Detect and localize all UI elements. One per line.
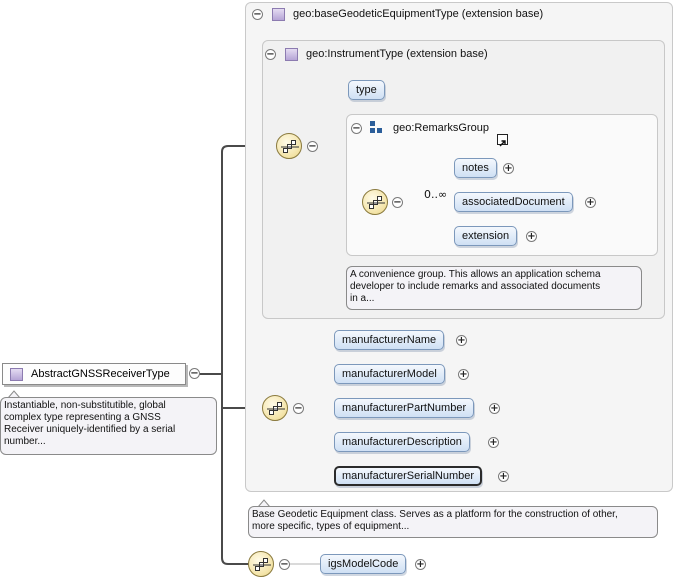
root-type-label: AbstractGNSSReceiverType [31, 368, 170, 380]
expand-manufacturer-serial-number-toggle[interactable]: + [498, 471, 509, 482]
collapse-base-extension-toggle[interactable]: − [252, 9, 263, 20]
expand-notes-toggle[interactable]: + [503, 163, 514, 174]
sequence-compositor-icon[interactable] [248, 551, 274, 577]
collapse-instrument-extension-toggle[interactable]: − [265, 49, 276, 60]
instrument-extension-title: geo:InstrumentType (extension base) [306, 48, 488, 60]
type-element[interactable]: type [348, 80, 385, 100]
notes-element[interactable]: notes [454, 158, 497, 178]
associated-document-element[interactable]: associatedDocument [454, 192, 573, 212]
collapse-sequence-toggle[interactable]: − [293, 403, 304, 414]
expand-manufacturer-description-toggle[interactable]: + [488, 437, 499, 448]
root-complex-type[interactable]: AbstractGNSSReceiverType [2, 363, 186, 385]
expand-manufacturer-model-toggle[interactable]: + [458, 369, 469, 380]
extension-element[interactable]: extension [454, 226, 518, 246]
collapse-root-toggle[interactable]: − [189, 368, 200, 379]
sequence-compositor-icon[interactable] [276, 133, 302, 159]
collapse-sequence-toggle[interactable]: − [307, 141, 318, 152]
expand-associated-document-toggle[interactable]: + [585, 197, 596, 208]
external-link-icon[interactable] [497, 134, 508, 147]
manufacturer-model-element[interactable]: manufacturerModel [334, 364, 445, 384]
base-equipment-annotation: Base Geodetic Equipment class. Serves as… [248, 506, 658, 538]
sequence-compositor-icon[interactable] [362, 189, 388, 215]
root-type-annotation: Instantiable, non-substitutible, global … [0, 397, 217, 455]
complex-type-icon [10, 367, 23, 381]
collapse-remarks-group-toggle[interactable]: − [351, 123, 362, 134]
manufacturer-part-number-element[interactable]: manufacturerPartNumber [334, 398, 475, 418]
manufacturer-name-element[interactable]: manufacturerName [334, 330, 445, 350]
expand-extension-toggle[interactable]: + [526, 231, 537, 242]
manufacturer-description-element[interactable]: manufacturerDescription [334, 432, 470, 452]
igs-model-code-element[interactable]: igsModelCode [320, 554, 407, 574]
complex-type-icon [285, 48, 298, 61]
group-icon [370, 121, 383, 134]
collapse-sequence-toggle[interactable]: − [279, 559, 290, 570]
expand-manufacturer-part-number-toggle[interactable]: + [489, 403, 500, 414]
manufacturer-serial-number-element[interactable]: manufacturerSerialNumber [334, 466, 483, 486]
complex-type-icon [272, 8, 285, 21]
expand-manufacturer-name-toggle[interactable]: + [456, 335, 467, 346]
sequence-compositor-icon[interactable] [262, 395, 288, 421]
cardinality-label: 0..∞ [424, 188, 448, 201]
remarks-group-annotation: A convenience group. This allows an appl… [346, 266, 642, 310]
expand-igs-model-code-toggle[interactable]: + [415, 559, 426, 570]
remarks-group-title: geo:RemarksGroup [393, 122, 489, 134]
base-extension-title: geo:baseGeodeticEquipmentType (extension… [293, 8, 544, 20]
collapse-sequence-toggle[interactable]: − [392, 197, 403, 208]
